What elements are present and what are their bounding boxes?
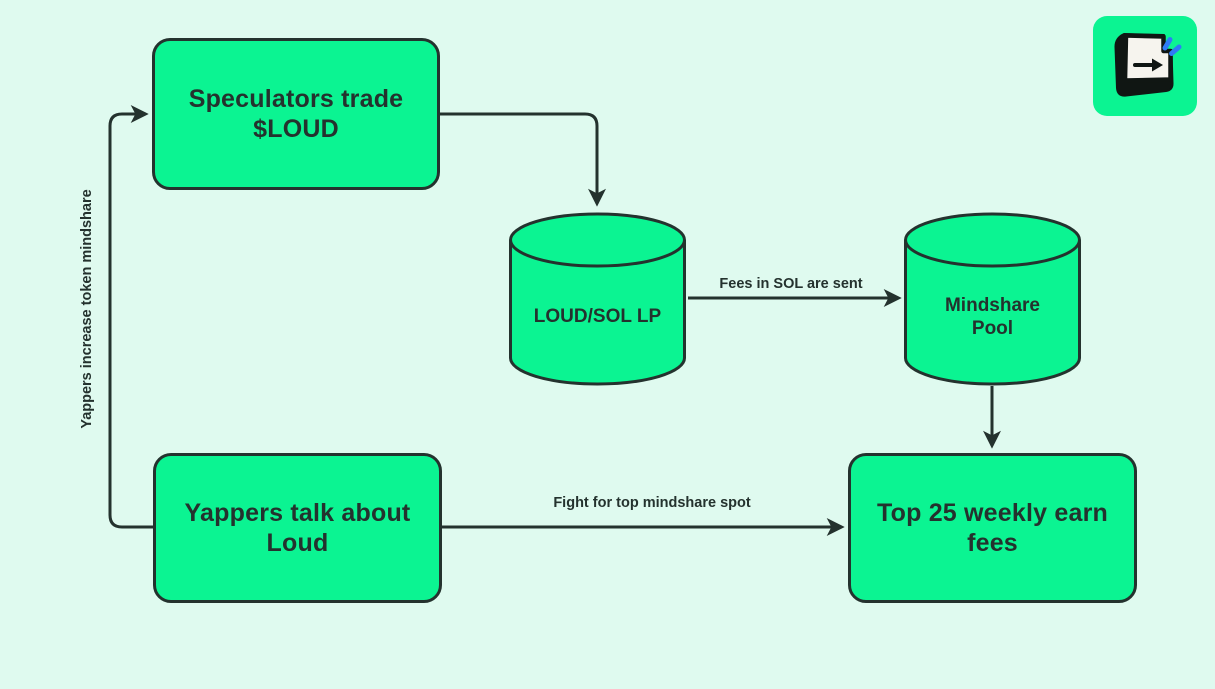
node-mindshare-line1: Mindshare [944,294,1041,316]
node-loudsol-line1: LOUD/SOL LP [533,306,662,328]
enter-key-icon [1113,32,1181,97]
edge-label-fees-sent: Fees in SOL are sent [719,276,863,292]
node-speculators-line1: Speculators trade [188,84,404,113]
node-loudsol-label: LOUD/SOL LP [508,210,687,388]
node-speculators-trade: Speculators trade $LOUD [152,38,440,190]
node-mindshare-line2: Pool [971,318,1014,339]
node-loudsol-lp: LOUD/SOL LP [508,210,687,388]
node-mindshare-pool: Mindshare Pool [903,210,1082,388]
node-top25-earn: Top 25 weekly earn fees [848,453,1137,603]
node-yappers-label: Yappers talk about Loud [185,498,411,559]
edge-speculators-to-loudsol [440,112,606,207]
edge-label-fight-spot: Fight for top mindshare spot [553,495,751,511]
node-speculators-label: Speculators trade $LOUD [189,84,404,145]
node-yappers-talk: Yappers talk about Loud [153,453,442,603]
edge-label-yappers-mindshare: Yappers increase token mindshare [79,189,95,429]
node-top25-label: Top 25 weekly earn fees [877,498,1108,559]
edge-yappers-to-speculators [108,105,153,529]
node-speculators-line2: $LOUD [253,115,339,143]
node-top25-line1: Top 25 weekly earn [876,498,1109,527]
node-yappers-line2: Loud [266,529,329,557]
cylinder-shape [509,212,686,386]
node-yappers-line1: Yappers talk about [184,498,411,527]
node-mindshare-label: Mindshare Pool [903,210,1082,388]
node-top25-line2: fees [967,529,1018,557]
spark-marks [1162,36,1181,56]
logo-badge [1093,16,1197,116]
cylinder-shape [904,212,1081,386]
